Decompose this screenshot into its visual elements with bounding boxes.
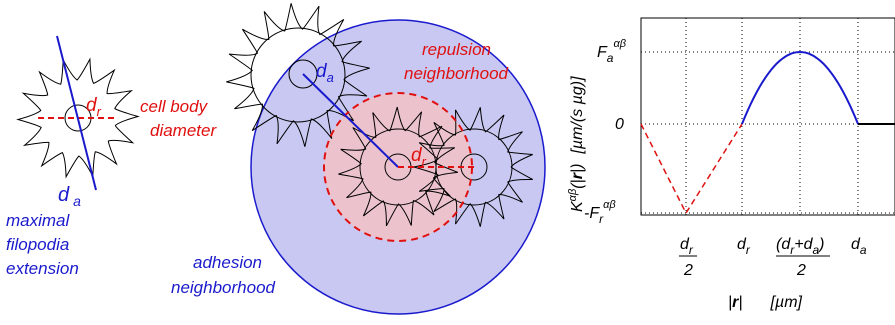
adhesion-label-line2: neighborhood bbox=[171, 278, 276, 297]
upper-left-neighbor-cell-outline bbox=[226, 3, 370, 147]
cell-body-label-line2: diameter bbox=[150, 121, 217, 140]
plot-frame bbox=[640, 17, 895, 216]
repulsion-curve bbox=[640, 123, 743, 215]
x-tick-half-dr-denominator: 2 bbox=[683, 262, 693, 279]
x-tick-dr: dr bbox=[737, 236, 751, 257]
upper-left-neighbor-nucleus bbox=[288, 59, 318, 89]
y-axis-label: Kαβ(|r|)[µm/(s µg)] bbox=[567, 76, 586, 212]
repulsion-label-line2: neighborhood bbox=[404, 64, 509, 83]
middle-da-line bbox=[302, 73, 399, 168]
adhesion-label-line1: adhesion bbox=[193, 253, 262, 272]
filopodia-label-line1: maximal bbox=[6, 211, 71, 230]
cell-body-label-line1: cell body bbox=[140, 97, 209, 116]
middle-dr-label: dr bbox=[411, 145, 427, 169]
filopodia-label-line3: extension bbox=[6, 259, 79, 278]
filopodia-label-line2: filopodia bbox=[6, 235, 69, 254]
x-tick-half-dr-numerator: dr bbox=[680, 236, 694, 257]
repulsion-label-line1: repulsion bbox=[422, 40, 491, 59]
middle-neighborhood-diagram: da dr repulsion neighborhood adhesion ne… bbox=[171, 3, 546, 315]
y-tick-fa: Faαβ bbox=[597, 38, 627, 65]
center-cell-outline bbox=[338, 106, 458, 227]
middle-da-label: da bbox=[316, 61, 334, 85]
x-tick-sum-numerator: (dr+da) bbox=[776, 236, 825, 257]
x-axis-label: |r|[µm] bbox=[728, 294, 803, 311]
left-dr-label: dr bbox=[86, 95, 102, 119]
interaction-kernel-plot: Faαβ 0 -Frαβ Kαβ(|r|)[µm/(s µg)] dr 2 dr… bbox=[567, 17, 895, 311]
x-tick-sum-denominator: 2 bbox=[796, 262, 806, 279]
left-cell-filopodia-outline bbox=[16, 57, 140, 179]
adhesion-curve bbox=[741, 50, 859, 125]
upper-left-neighbor-cell-body bbox=[250, 27, 346, 123]
y-tick-zero: 0 bbox=[615, 116, 624, 133]
left-filopodia-extension-line bbox=[56, 35, 97, 191]
y-tick-fr: -Frαβ bbox=[584, 199, 616, 226]
right-neighbor-cell-body bbox=[435, 128, 513, 206]
x-tick-da: da bbox=[851, 236, 867, 257]
